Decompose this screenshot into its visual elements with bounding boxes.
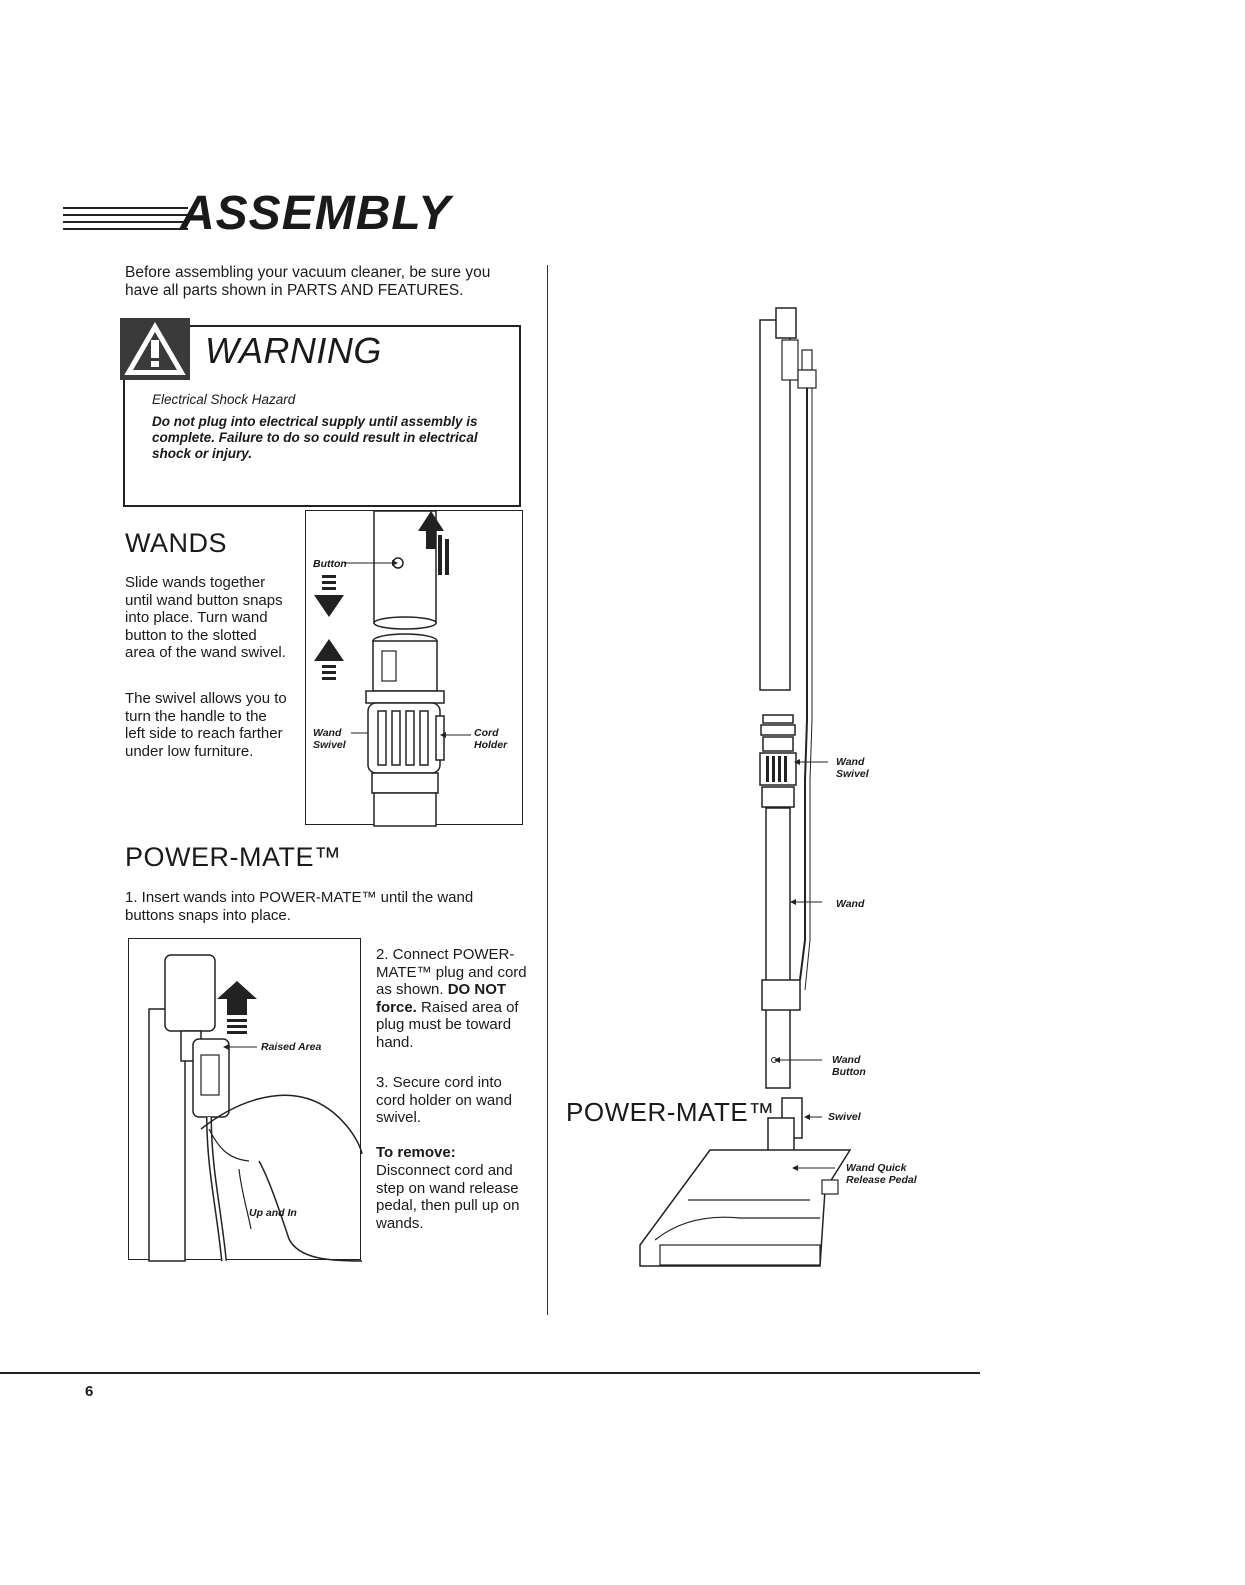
warning-title: WARNING [205, 330, 382, 371]
page-number: 6 [85, 1383, 94, 1400]
wands-para-1: Slide wands together until wand button s… [125, 574, 286, 661]
remove-text: Disconnect cord and step on wand release… [376, 1162, 520, 1232]
wands-figure: Button Wand Swivel Cord Holder [305, 510, 523, 827]
powermate-heading: POWER-MATE™ [125, 842, 342, 872]
raised-area-label: Raised Area [261, 1041, 322, 1053]
wands-heading: WANDS [125, 528, 227, 558]
vacuum-assembly-illustration [639, 307, 852, 1267]
right-release-pedal-label: Wand Quick Release Pedal [846, 1162, 917, 1186]
wands-button-label: Button [313, 558, 347, 570]
right-wand-swivel-label: Wand Swivel [836, 756, 869, 780]
powermate-step-1: 1. Insert wands into POWER-MATE™ until t… [125, 889, 474, 924]
right-wand-label: Wand [836, 898, 865, 910]
warning-triangle-icon [124, 322, 186, 375]
powermate-step-3: 3. Secure cord into cord holder on wand … [376, 1074, 512, 1126]
wand-swivel-illustration [314, 510, 471, 827]
footer-rule [0, 1372, 980, 1374]
intro-text: Before assembling your vacuum cleaner, b… [125, 264, 491, 299]
up-and-in-label: Up and In [249, 1207, 297, 1219]
title-decoration-lines [63, 207, 198, 235]
column-divider [547, 265, 548, 1315]
right-powermate-label: POWER-MATE™ [566, 1097, 775, 1127]
warning-hazard: Electrical Shock Hazard [152, 392, 296, 407]
plug-figure: Raised Area Up and In [128, 938, 363, 1262]
remove-heading: To remove: [376, 1144, 456, 1161]
right-wand-button-label: Wand Button [832, 1054, 866, 1078]
wands-swivel-label: Wand Swivel [313, 727, 346, 751]
warning-text: Do not plug into electrical supply until… [152, 414, 478, 461]
page-title: ASSEMBLY [180, 187, 452, 240]
wands-cord-holder-label: Cord Holder [474, 727, 508, 751]
wands-para-2: The swivel allows you to turn the handle… [125, 690, 287, 760]
warning-icon-bg [120, 318, 190, 380]
plug-connection-illustration [148, 954, 363, 1262]
right-swivel-label: Swivel [828, 1111, 861, 1123]
warning-box [123, 325, 521, 507]
powermate-step-2: 2. Connect POWER-MATE™ plug and cord as … [376, 946, 527, 1051]
